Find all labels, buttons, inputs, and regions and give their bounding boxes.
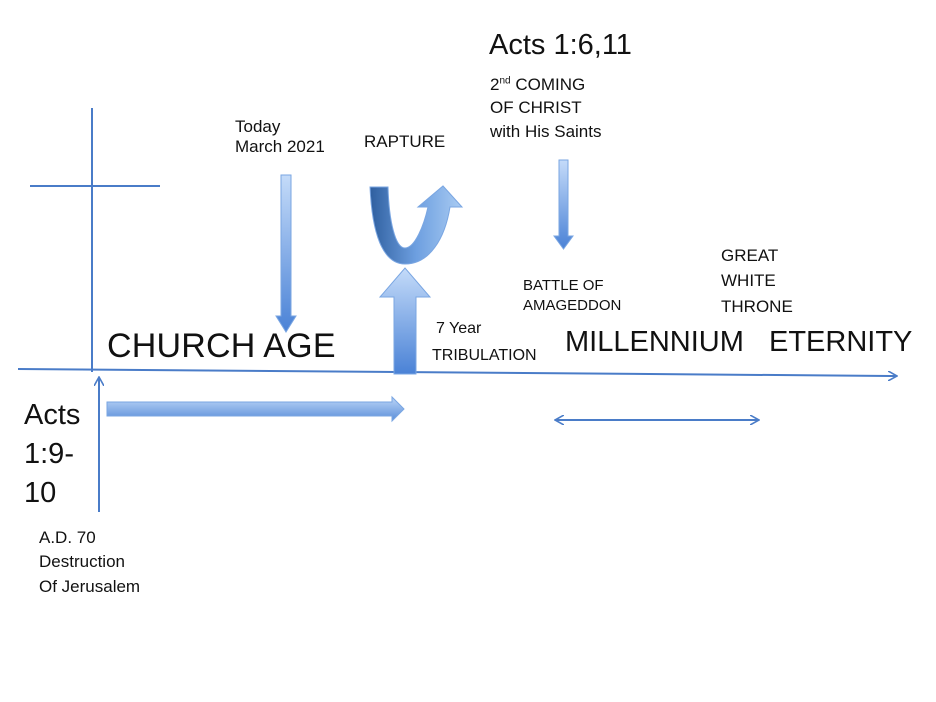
today-line-1: Today [235,117,281,136]
second-coming-line-3: with His Saints [490,121,602,141]
acts-left-line-2: 1:9- [24,437,74,470]
eternity-label: ETERNITY [769,326,913,358]
rapture-label: RAPTURE [364,132,446,151]
timeline-axis [17,368,896,376]
ad70-line-2: Destruction [39,552,125,572]
church-age-arrow [106,395,405,423]
ad70-label: A.D. 70 Destruction Of Jerusalem [39,528,140,597]
gwt-line-2: WHITE [721,271,776,291]
great-white-throne-label: GREAT WHITE THRONE [721,246,793,317]
second-coming-line-2: OF CHRIST [490,98,582,118]
second-coming-down-arrow [553,159,574,250]
cross-icon [30,108,160,372]
church-age-label: CHURCH AGE [107,327,336,365]
today-down-arrow [275,174,297,333]
battle-label: BATTLE OF AMAGEDDON [523,277,621,315]
second-coming-line-1: 2nd COMING [490,75,586,94]
gwt-line-1: GREAT [721,246,779,265]
acts-left-line-1: Acts [24,399,81,431]
ad70-line-3: Of Jerusalem [39,576,141,596]
gwt-line-3: THRONE [721,296,793,316]
today-label: Today March 2021 [235,117,325,158]
rapture-up-arrow [378,267,432,375]
rapture-arrow-icon [369,185,464,265]
battle-line-2: AMAGEDDON [523,297,622,314]
acts-1-6-11-label: Acts 1:6,11 [489,29,632,61]
seven-year-label: 7 Year [436,320,482,337]
acts-left-line-3: 10 [24,476,57,509]
ad70-line-1: A.D. 70 [39,528,96,547]
battle-line-1: BATTLE OF [523,277,604,294]
millennium-label: MILLENNIUM [565,326,744,358]
tribulation-label: TRIBULATION [432,347,537,364]
second-coming-label: 2nd COMING OF CHRIST with His Saints [490,75,601,142]
acts-1-9-10-label: Acts 1:9- 10 [24,398,80,510]
today-line-2: March 2021 [235,137,325,157]
